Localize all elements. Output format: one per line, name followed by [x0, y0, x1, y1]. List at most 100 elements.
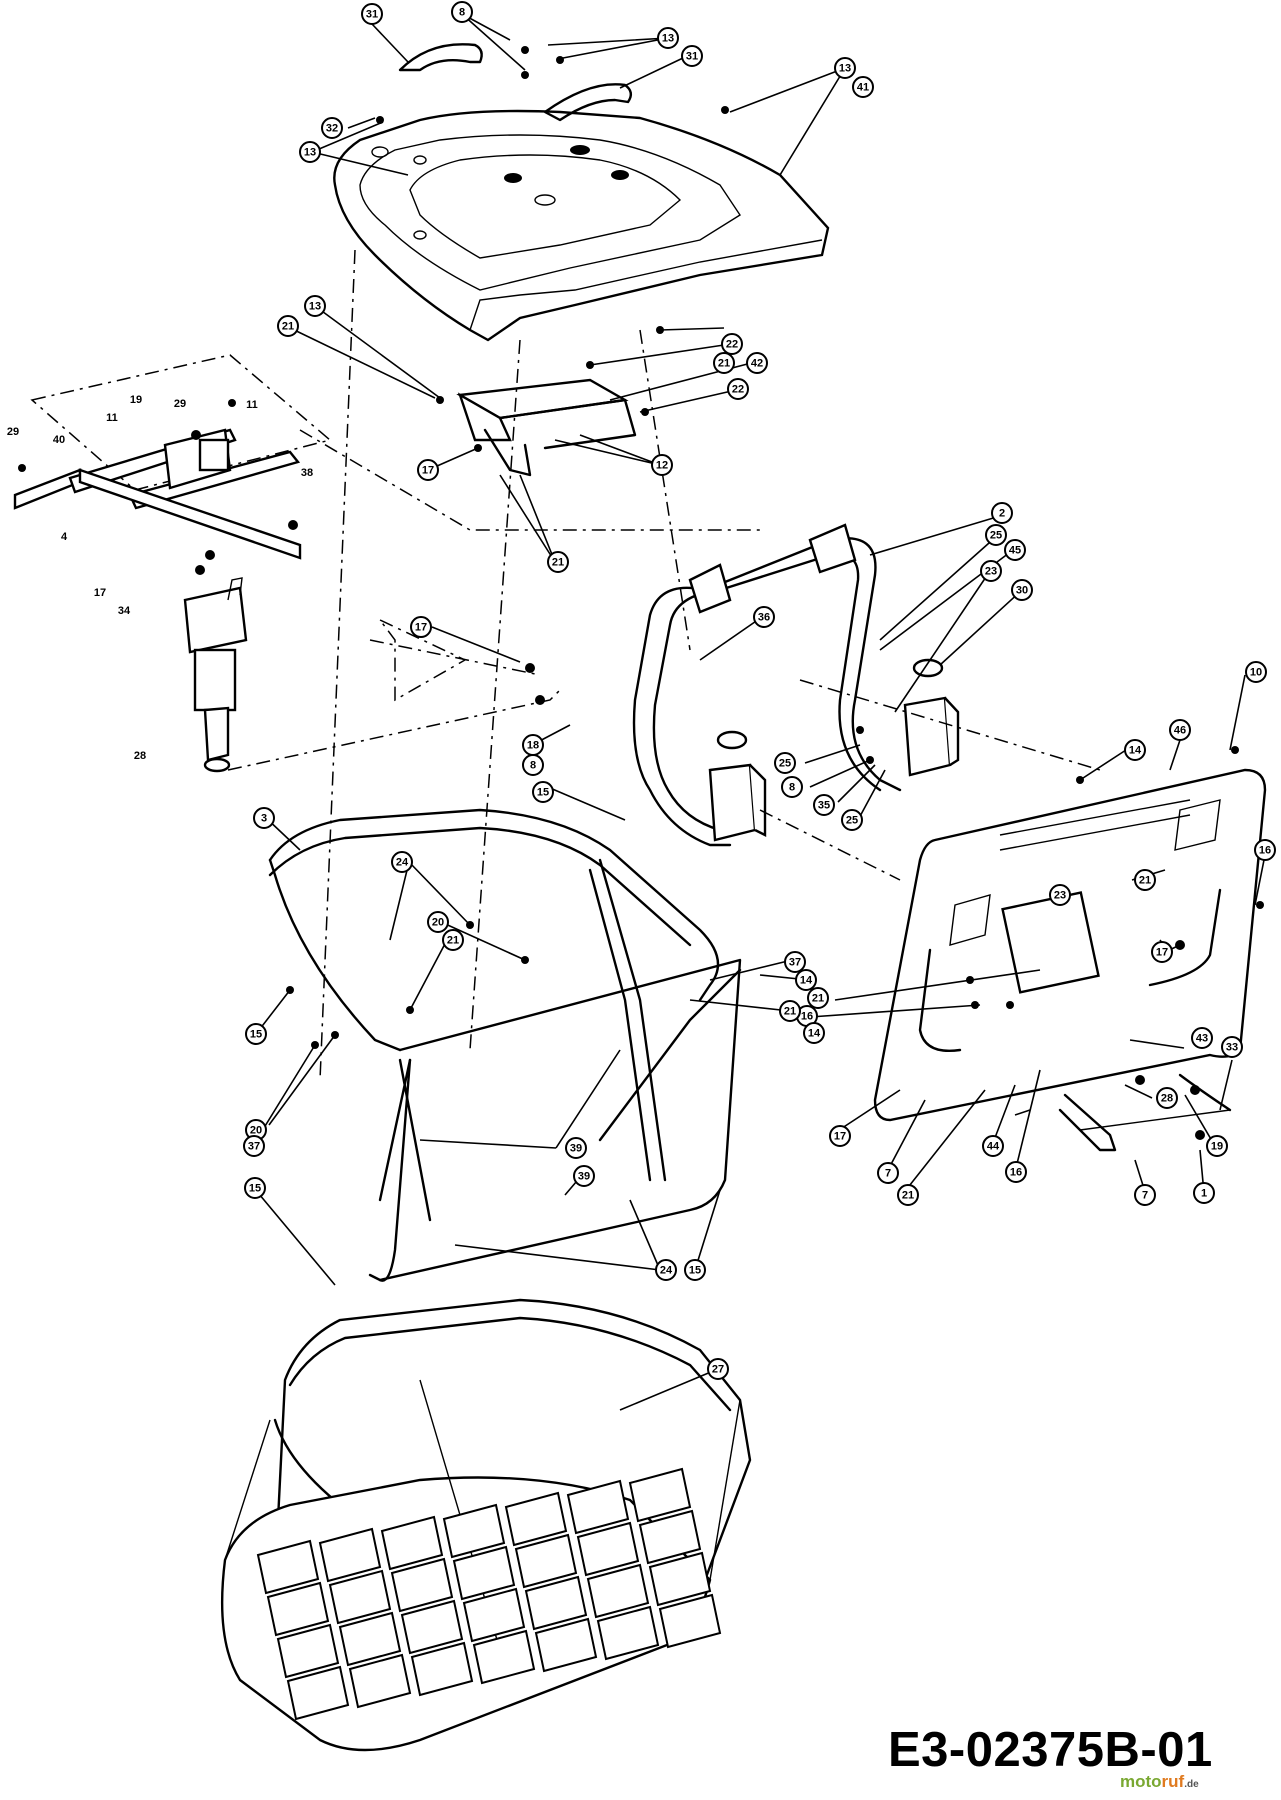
- grid-cell: [256, 1539, 320, 1595]
- callout-number: 25: [846, 815, 858, 827]
- callout-36: 36: [753, 606, 775, 628]
- callout-17: 17: [1151, 941, 1173, 963]
- linear-actuator: [183, 577, 248, 773]
- callout-number: 31: [686, 51, 698, 63]
- callout-number: 8: [530, 760, 536, 772]
- callout-number: 16: [801, 1011, 813, 1023]
- bag-cover-lid: [333, 109, 830, 342]
- callout-21: 21: [277, 315, 299, 337]
- callout-16: 16: [1005, 1161, 1027, 1183]
- callout-number: 21: [784, 1006, 796, 1018]
- callout-number: 1: [1201, 1188, 1207, 1200]
- u-tube-handle-frame: [632, 523, 902, 847]
- callout-number: 46: [1174, 725, 1186, 737]
- callout-number: 36: [758, 612, 770, 624]
- grid-cell: [462, 1587, 526, 1643]
- grid-cell: [318, 1527, 382, 1583]
- grid-cell: [400, 1599, 464, 1655]
- grid-cell: [638, 1509, 702, 1565]
- callout-8: 8: [451, 1, 473, 23]
- callout-number: 17: [422, 465, 434, 477]
- callout-number: 19: [1211, 1141, 1223, 1153]
- callout-number: 22: [726, 339, 738, 351]
- callout-35: 35: [813, 794, 835, 816]
- callout-number: 18: [527, 740, 539, 752]
- callout-number: 39: [570, 1143, 582, 1155]
- callout-37: 37: [243, 1135, 265, 1157]
- callout-39: 39: [573, 1165, 595, 1187]
- callout-number: 42: [751, 358, 763, 370]
- grid-cell: [442, 1503, 506, 1559]
- grid-cell: [472, 1629, 536, 1685]
- actuator-mount-frame: [13, 354, 332, 560]
- callout-31: 31: [361, 3, 383, 25]
- grid-cell: [410, 1641, 474, 1697]
- callout-number: 17: [415, 622, 427, 634]
- callout-15: 15: [684, 1259, 706, 1281]
- callout-13: 13: [299, 141, 321, 163]
- callout-32: 32: [321, 117, 343, 139]
- callout-plain-label: 17: [94, 587, 106, 599]
- watermark-part-b: ruf: [1161, 1772, 1185, 1791]
- callout-plain-label: 11: [246, 399, 258, 411]
- callout-number: 21: [902, 1190, 914, 1202]
- callout-23: 23: [1049, 884, 1071, 906]
- callout-number: 22: [732, 384, 744, 396]
- grid-cell: [286, 1665, 350, 1721]
- callout-number: 13: [662, 33, 674, 45]
- grid-cell: [380, 1515, 444, 1571]
- callout-2: 2: [991, 502, 1013, 524]
- callout-number: 27: [712, 1364, 724, 1376]
- callout-number: 23: [1054, 890, 1066, 902]
- callout-number: 3: [261, 813, 267, 825]
- callout-number: 15: [250, 1029, 262, 1041]
- callout-number: 21: [1139, 875, 1151, 887]
- callout-number: 20: [432, 917, 444, 929]
- callout-21: 21: [897, 1184, 919, 1206]
- bag-bottom-grid: [256, 1467, 722, 1721]
- callout-46: 46: [1169, 719, 1191, 741]
- callout-number: 33: [1226, 1042, 1238, 1054]
- callout-3: 3: [253, 807, 275, 829]
- grid-cell: [276, 1623, 340, 1679]
- bag-frame: [268, 808, 742, 1282]
- callout-43: 43: [1191, 1027, 1213, 1049]
- callout-number: 15: [537, 787, 549, 799]
- callout-plain-label: 38: [301, 467, 313, 479]
- callout-number: 39: [578, 1171, 590, 1183]
- callout-number: 13: [309, 301, 321, 313]
- callout-number: 20: [250, 1125, 262, 1137]
- callout-number: 25: [990, 530, 1002, 542]
- callout-number: 24: [660, 1265, 673, 1277]
- callout-39: 39: [565, 1137, 587, 1159]
- callout-24: 24: [391, 851, 413, 873]
- callout-number: 12: [656, 460, 668, 472]
- callout-21: 21: [807, 987, 829, 1009]
- watermark-part-a: moto: [1120, 1772, 1162, 1791]
- callout-21: 21: [713, 352, 735, 374]
- plain-labels: 19 29 11 11 29 40 38 4 17 34 28: [7, 394, 313, 762]
- callout-plain-label: 28: [134, 750, 146, 762]
- callout-12: 12: [651, 454, 673, 476]
- callout-45: 45: [1004, 539, 1026, 561]
- callout-41: 41: [852, 76, 874, 98]
- control-bracket: [456, 378, 637, 477]
- callout-number: 35: [818, 800, 830, 812]
- grid-cell: [348, 1653, 412, 1709]
- callout-plain-label: 29: [174, 398, 186, 410]
- callout-13: 13: [657, 27, 679, 49]
- callout-14: 14: [1124, 739, 1146, 761]
- callout-number: 17: [1156, 947, 1168, 959]
- callout-21: 21: [442, 929, 464, 951]
- callout-42: 42: [746, 352, 768, 374]
- callout-33: 33: [1221, 1036, 1243, 1058]
- callout-number: 32: [326, 123, 338, 135]
- grid-cell: [586, 1563, 650, 1619]
- callout-21: 21: [1134, 869, 1156, 891]
- grid-cell: [390, 1557, 454, 1613]
- callout-plain-label: 4: [61, 531, 68, 543]
- callout-number: 16: [1010, 1167, 1022, 1179]
- callout-plain-label: 29: [7, 426, 19, 438]
- callout-number: 13: [304, 147, 316, 159]
- callout-30: 30: [1011, 579, 1033, 601]
